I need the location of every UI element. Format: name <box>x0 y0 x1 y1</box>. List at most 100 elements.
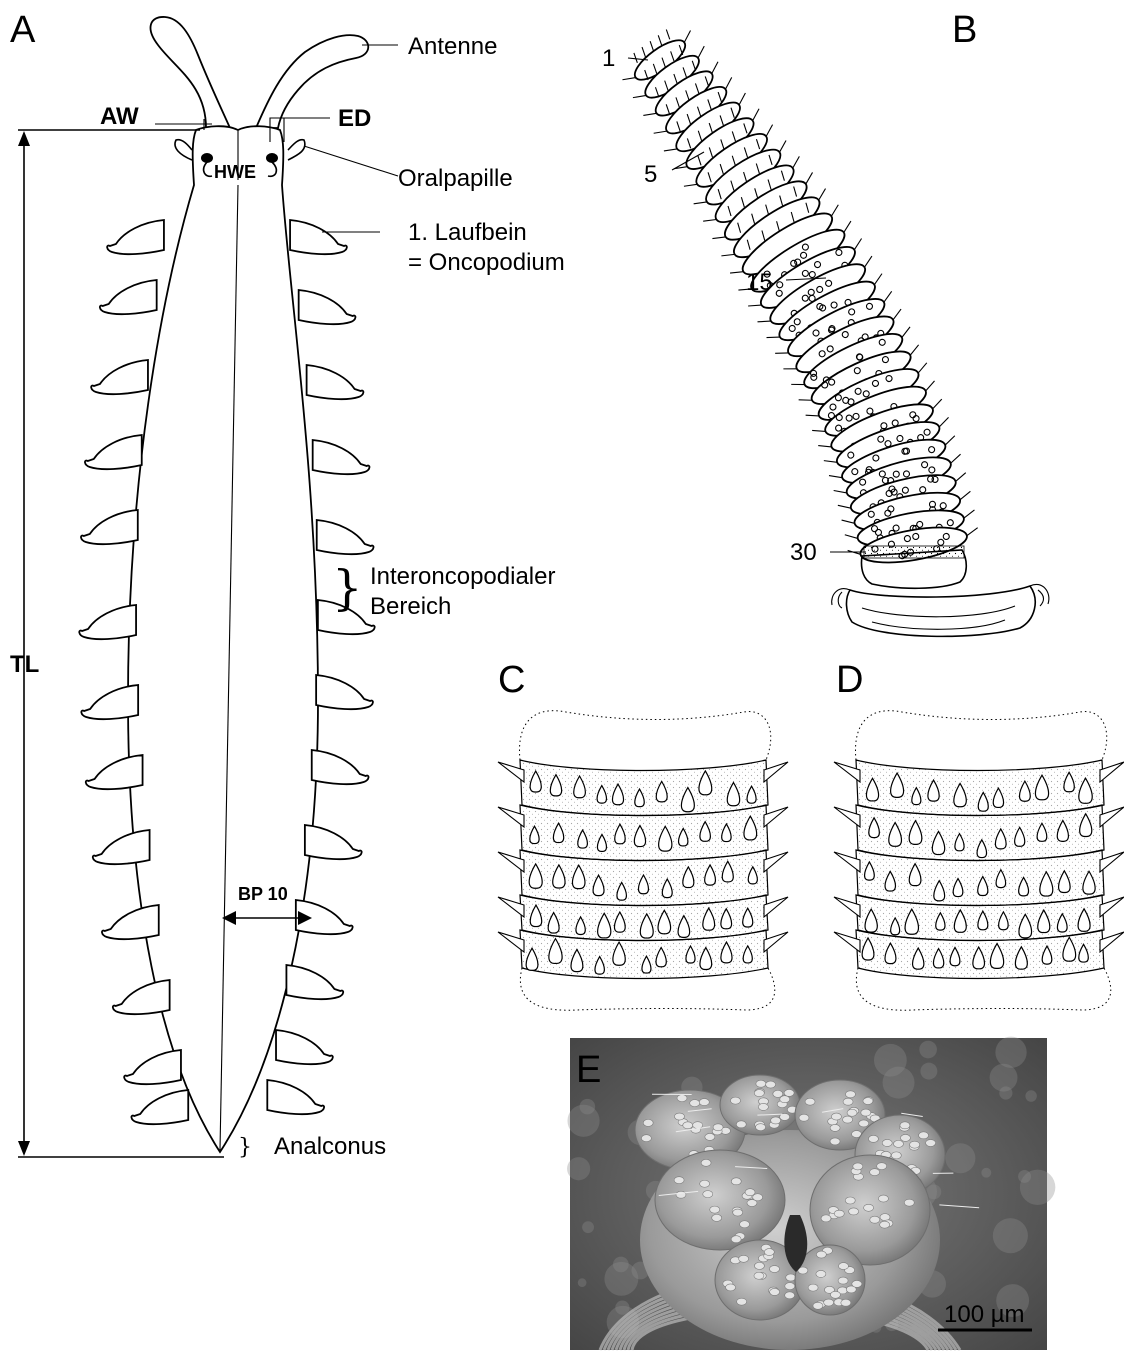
sem-scale <box>926 1140 936 1147</box>
sem-scale <box>838 1263 848 1270</box>
ring-bristle <box>818 441 831 451</box>
sem-scale <box>830 1291 840 1298</box>
antenna-rings <box>614 18 982 571</box>
ring-30-label: 30 <box>790 539 817 566</box>
sem-scale <box>786 1274 796 1281</box>
sem-scale <box>771 1117 781 1124</box>
ring-bristle <box>721 249 734 261</box>
sem-scale <box>868 1135 878 1142</box>
right-leg <box>286 965 343 999</box>
antenna-base-fold-2 <box>862 606 1015 617</box>
sem-texture <box>990 1064 1018 1092</box>
sem-scale <box>841 1299 851 1306</box>
side-spike <box>1100 852 1124 872</box>
ed-label: ED <box>338 105 371 132</box>
sem-scale <box>740 1221 750 1228</box>
side-spike <box>1100 807 1124 827</box>
sem-scale <box>824 1299 834 1306</box>
panel-b: B 1 5 15 30 <box>602 9 1049 636</box>
side-spike <box>764 807 788 827</box>
ring-bristle <box>963 510 976 518</box>
sem-scale <box>739 1255 749 1262</box>
sem-scale <box>870 1169 880 1176</box>
sem-texture <box>578 1278 587 1287</box>
sem-scale <box>674 1113 684 1120</box>
sem-scale <box>863 1098 873 1105</box>
sem-scale <box>816 1270 826 1277</box>
ring-bristle <box>806 410 819 420</box>
ring-15-label: 15 <box>746 269 773 296</box>
sem-texture <box>1020 1170 1055 1205</box>
antenna-label: Antenne <box>408 33 497 60</box>
sem-scale <box>784 1089 794 1096</box>
sem-scale <box>683 1122 693 1129</box>
sem-scale <box>701 1159 711 1166</box>
sem-texture <box>567 1105 599 1137</box>
ring-bristle <box>954 473 967 482</box>
sem-scale <box>845 1091 855 1098</box>
sem-scale <box>705 1133 715 1140</box>
side-spike <box>764 932 788 952</box>
left-leg <box>100 280 157 314</box>
side-spike <box>764 897 788 917</box>
sem-scale <box>737 1298 747 1305</box>
sem-scale <box>900 1122 910 1129</box>
right-leg <box>317 520 374 554</box>
bp10-label: BP 10 <box>238 884 288 904</box>
sem-scale <box>904 1199 914 1206</box>
right-leg <box>290 220 347 254</box>
ring-5-label: 5 <box>644 161 657 188</box>
sem-scale <box>830 1138 840 1145</box>
sem-texture <box>582 1221 594 1233</box>
tl-arrow-down <box>18 1141 30 1156</box>
left-eye <box>201 153 213 163</box>
sem-scale <box>880 1214 890 1221</box>
sem-scale <box>785 1292 795 1299</box>
interonco-label-line1: Interoncopodialer <box>370 563 555 590</box>
side-spike <box>1100 897 1124 917</box>
panel-a-letter: A <box>10 9 36 51</box>
sem-lobe <box>655 1150 785 1250</box>
panel-c: C <box>498 659 788 1010</box>
antenna-base-right-lobe <box>1030 584 1049 606</box>
ring-bristle <box>783 363 796 374</box>
interonco-brace: } <box>332 560 363 616</box>
sem-scale <box>753 1194 763 1201</box>
ring-bristle <box>712 232 725 244</box>
sem-scale <box>758 1103 768 1110</box>
left-leg <box>81 685 138 719</box>
sem-scale <box>766 1081 776 1088</box>
left-leg <box>85 435 142 469</box>
sem-scale <box>731 1097 741 1104</box>
right-leg <box>313 440 370 474</box>
ring-bristle <box>664 144 677 156</box>
ring-bristle <box>758 316 771 327</box>
ring-1-label: 1 <box>602 45 615 72</box>
side-spike <box>1100 932 1124 952</box>
sem-scale <box>754 1090 764 1097</box>
sem-scale <box>764 1249 774 1256</box>
left-leg <box>79 605 136 639</box>
left-leg <box>93 830 150 864</box>
ring-bristle <box>730 267 743 278</box>
sem-scale <box>821 1215 831 1222</box>
panel-d: D <box>834 659 1124 1010</box>
sem-scale <box>808 1284 818 1291</box>
sem-scale <box>880 1221 890 1228</box>
ring-bristle <box>834 487 847 496</box>
anal-cone-label: Analconus <box>274 1133 386 1160</box>
sem-scale <box>700 1180 710 1187</box>
leg-label-line1: 1. Laufbein <box>408 219 527 246</box>
dotted-cap-top <box>855 711 1106 760</box>
sem-scale <box>878 1195 888 1202</box>
sem-scale <box>731 1178 741 1185</box>
sem-scale <box>919 1132 929 1139</box>
panel-e: E 100 µm <box>567 1037 1055 1350</box>
sem-scale <box>770 1288 780 1295</box>
ring-bristle <box>631 53 639 63</box>
ring-bristle <box>845 533 858 541</box>
sem-scale <box>805 1098 815 1105</box>
panel-b-letter: B <box>952 9 977 51</box>
sem-scale <box>910 1141 920 1148</box>
right-leg <box>276 1030 333 1064</box>
